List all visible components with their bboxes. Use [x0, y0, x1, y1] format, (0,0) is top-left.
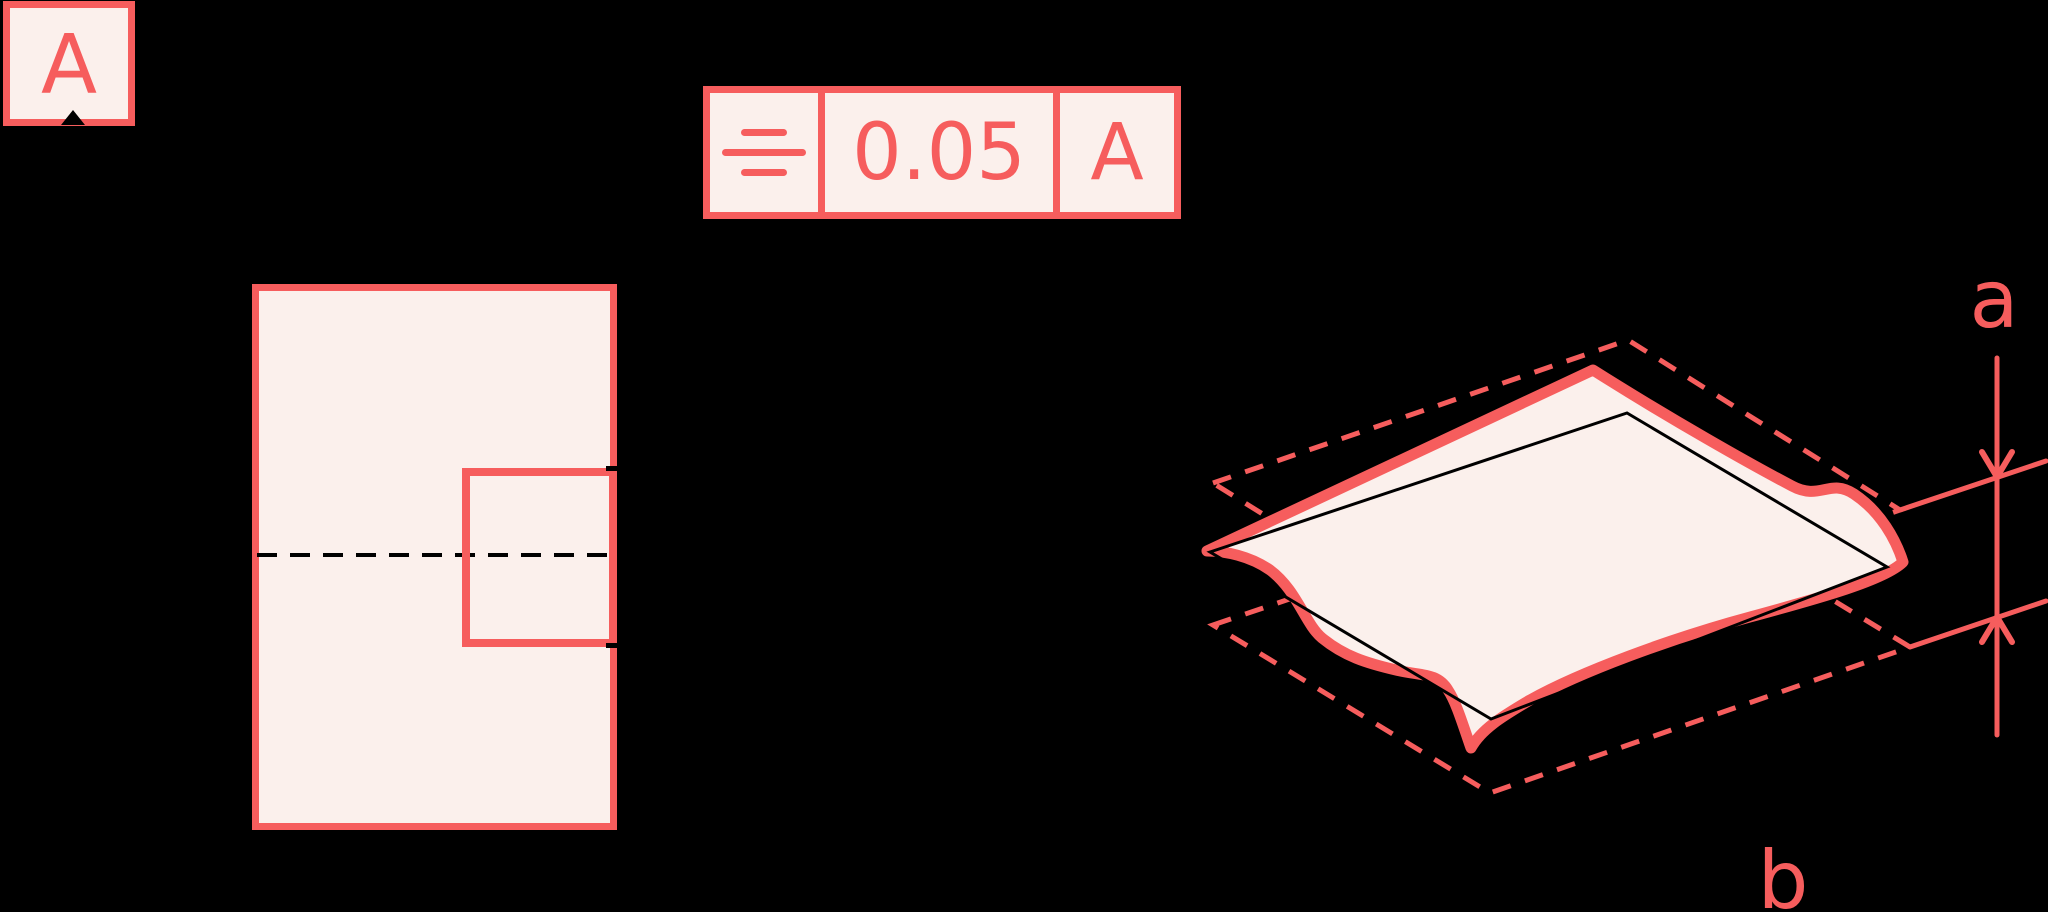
feature-control-frame: 0.05 A	[703, 86, 1181, 219]
parallelism-symbol-icon	[741, 169, 787, 176]
datum-letter: A	[40, 17, 98, 113]
extension-tick	[606, 643, 622, 648]
lower-extension-line	[1907, 598, 2048, 650]
datum-feature-box: A	[3, 1, 135, 126]
upper-extension-line	[1897, 458, 2048, 513]
actual-surface	[1201, 364, 1909, 754]
extension-tick	[606, 466, 622, 471]
zone-width-label: a	[1969, 253, 2018, 346]
dashed-centerline	[257, 553, 612, 557]
datum-reference: A	[1090, 107, 1144, 198]
parallelism-symbol-icon	[741, 129, 787, 136]
datum-reference-cell: A	[1060, 93, 1174, 212]
tolerance-zone-iso-view: a b	[1201, 253, 2048, 912]
arrow-up-icon	[1979, 614, 2015, 645]
tolerance-value: 0.05	[852, 107, 1026, 198]
arrow-down-icon	[1979, 449, 2015, 480]
datum-triangle-icon	[61, 110, 85, 125]
tolerance-value-cell: 0.05	[825, 93, 1060, 212]
boss-feature-outline	[462, 468, 617, 647]
part-front-view	[252, 284, 622, 830]
parallelism-symbol-icon	[722, 149, 806, 156]
nominal-plane-outline	[1206, 411, 1891, 721]
zone-plane-label: b	[1758, 834, 1809, 912]
tolerance-symbol-cell	[710, 93, 825, 212]
